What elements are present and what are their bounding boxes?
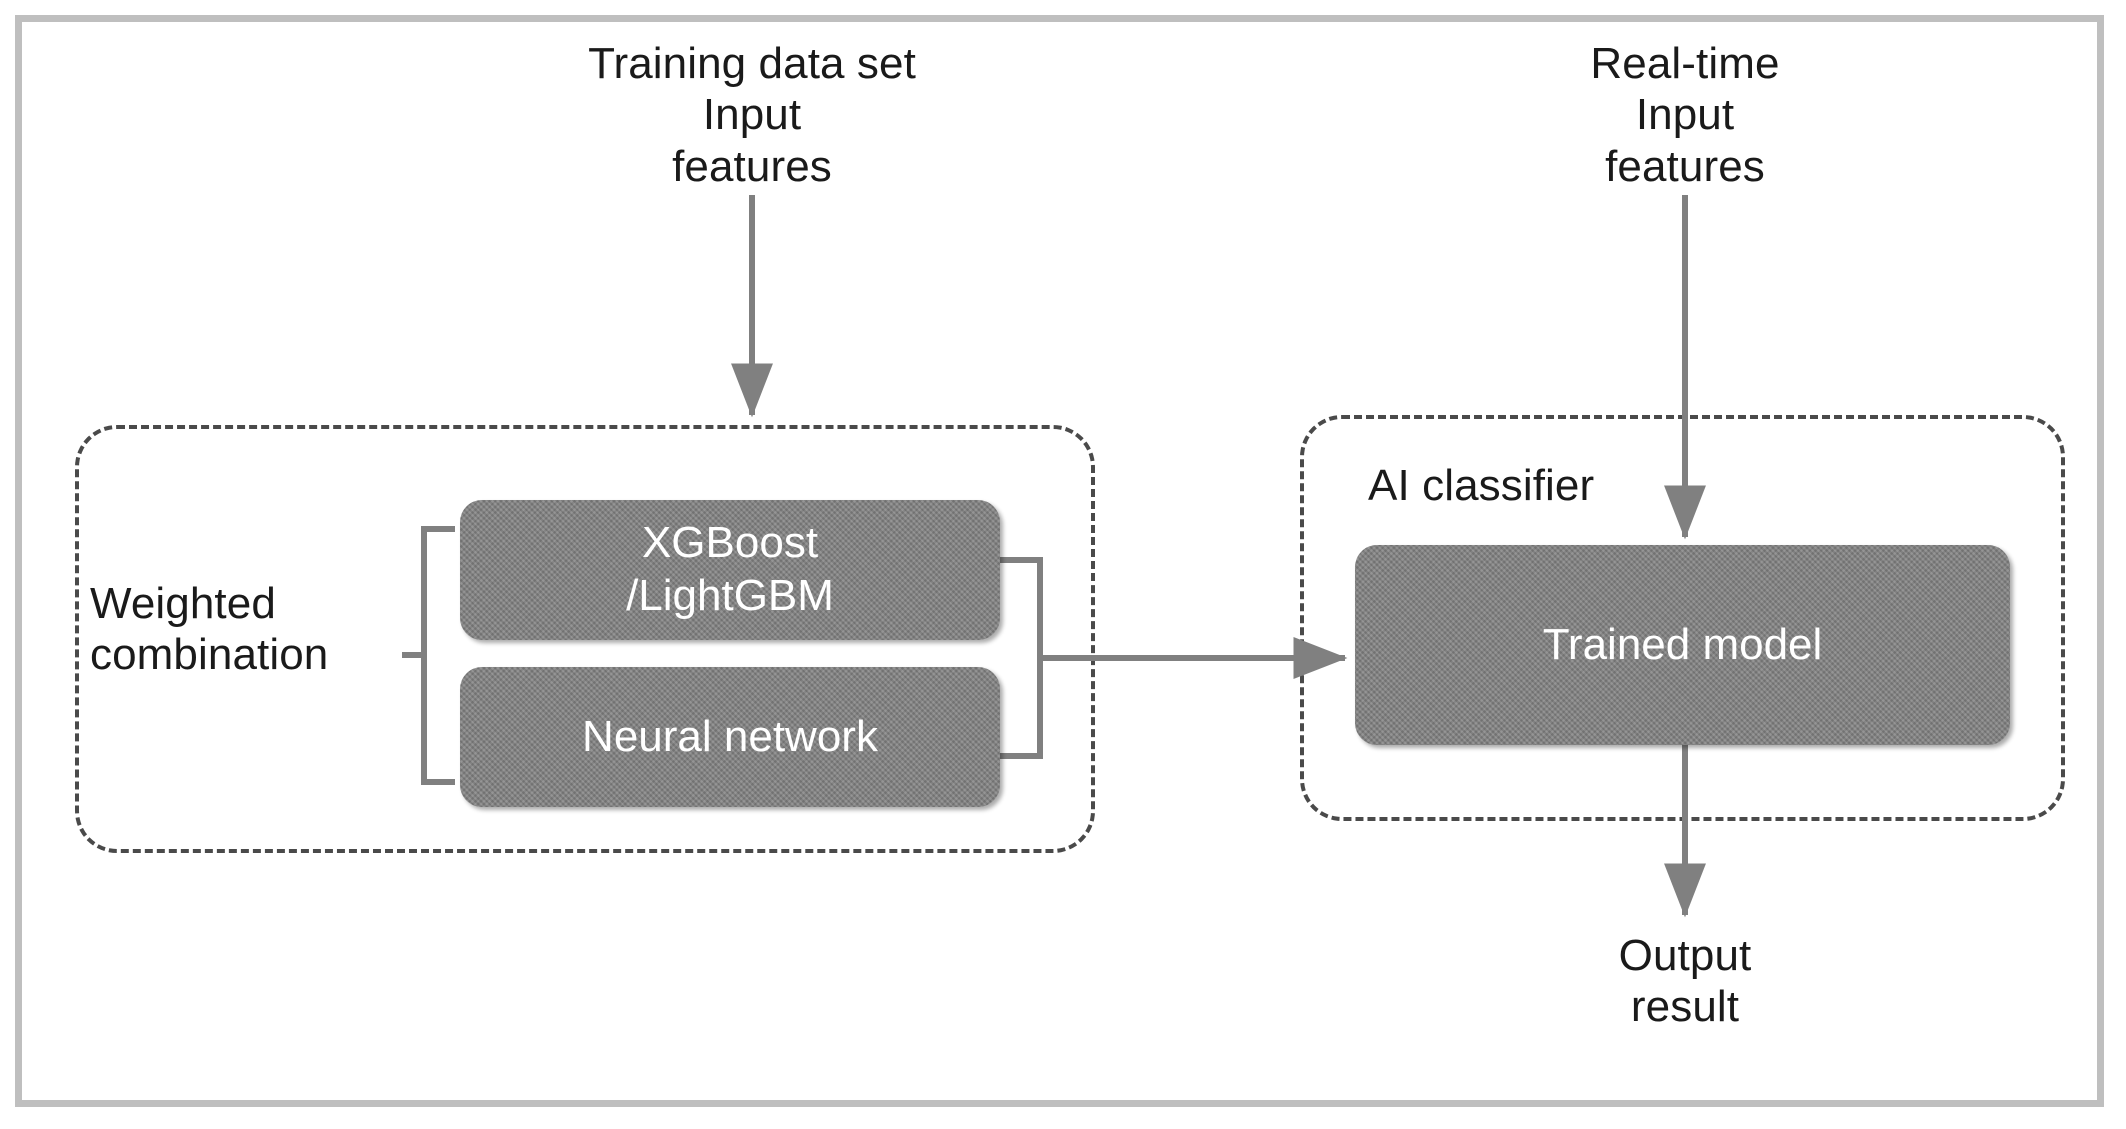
model-box-trained-model-label: Trained model [1542, 619, 1823, 669]
label-output-result: Output result [1618, 931, 1752, 1032]
model-box-gradient-boosting-label: XGBoost /LightGBM [626, 518, 834, 620]
model-box-trained-model[interactable]: Trained model [1355, 545, 2010, 745]
training-group-container [75, 425, 1095, 853]
label-realtime-input: Real-time Input features [1590, 39, 1780, 191]
model-box-neural-network-label: Neural network [582, 711, 878, 761]
model-box-gradient-boosting[interactable]: XGBoost /LightGBM [460, 500, 1000, 640]
label-weighted-combination: Weighted combination [90, 579, 329, 680]
model-box-neural-network[interactable]: Neural network [460, 667, 1000, 807]
label-training-input: Training data set Input features [588, 39, 916, 191]
label-ai-classifier: AI classifier [1368, 461, 1595, 510]
